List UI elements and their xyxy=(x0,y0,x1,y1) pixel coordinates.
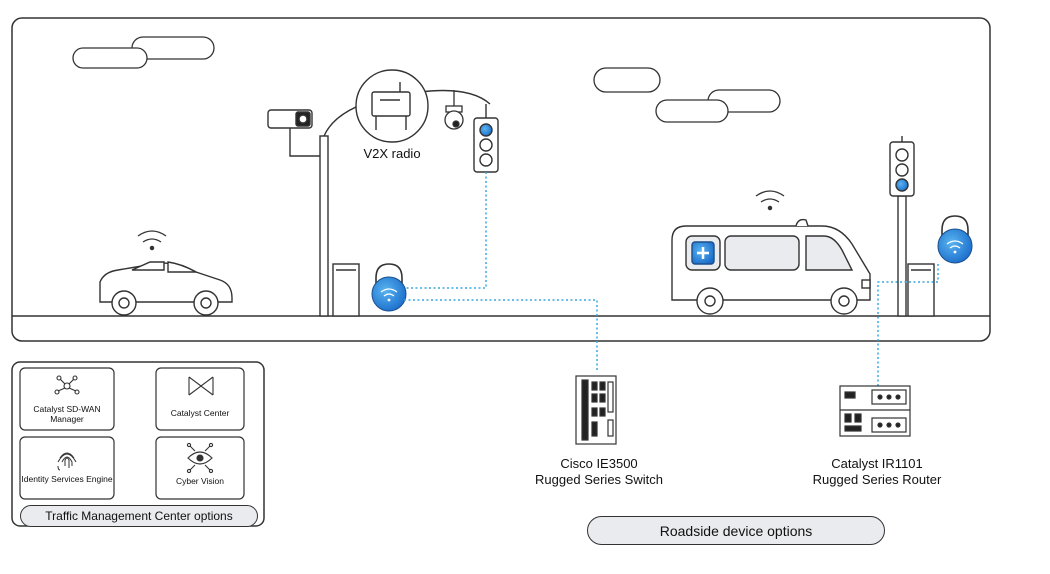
tmc-tile-label: Catalyst SD-WAN Manager xyxy=(33,404,101,424)
wifi-icon xyxy=(137,230,167,251)
secure-wifi-lock-icon xyxy=(371,263,407,312)
roadside-cabinet xyxy=(907,263,935,317)
car-icon xyxy=(99,261,233,316)
ie3500-switch-icon xyxy=(575,375,617,445)
tmc-tile-label: Identity Services Engine xyxy=(21,474,113,484)
eye-icon xyxy=(186,442,214,474)
tmc-options-pill[interactable]: Traffic Management Center options xyxy=(20,505,258,527)
wifi-icon xyxy=(755,190,785,211)
roadside-options-pill[interactable]: Roadside device options xyxy=(587,516,885,545)
dome-camera-icon xyxy=(444,90,464,130)
cloud-icon xyxy=(593,67,661,93)
cloud-icon xyxy=(655,89,781,123)
tmc-tile[interactable] xyxy=(19,436,115,500)
network-link xyxy=(404,172,598,372)
street-pole xyxy=(267,89,491,317)
v2x-radio-label: V2X radio xyxy=(363,146,421,161)
bowtie-icon xyxy=(188,376,214,396)
tmc-tile-label: Catalyst Center xyxy=(170,408,230,418)
roadside-cabinet xyxy=(332,263,360,317)
tmc-tile[interactable] xyxy=(155,436,245,500)
cloud-icon xyxy=(72,36,215,69)
traffic-light-icon xyxy=(473,104,499,173)
v2x-radio-icon xyxy=(355,69,429,143)
router-label-model: Catalyst IR1101 xyxy=(831,456,923,471)
router-label-series: Rugged Series Router xyxy=(812,472,942,487)
network-link xyxy=(877,264,939,386)
ambulance-icon xyxy=(671,218,871,315)
tmc-tile[interactable] xyxy=(19,367,115,431)
tmc-tile[interactable] xyxy=(155,367,245,431)
switch-label-model: Cisco IE3500 xyxy=(560,456,638,471)
ir1101-router-icon xyxy=(839,385,911,437)
fingerprint-icon xyxy=(57,452,77,471)
network-icon xyxy=(54,375,80,395)
tmc-tile-label: Cyber Vision xyxy=(175,476,225,486)
secure-wifi-lock-icon xyxy=(937,215,973,264)
traffic-light-icon xyxy=(889,136,915,317)
switch-label-series: Rugged Series Switch xyxy=(535,472,663,487)
